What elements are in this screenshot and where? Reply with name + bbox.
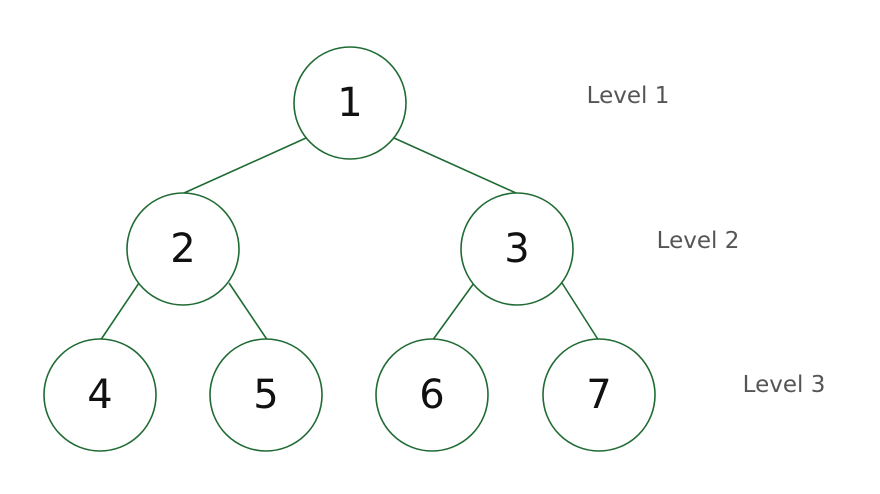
node-label: 7 (586, 372, 611, 418)
tree-node: 4 (43, 338, 157, 452)
edge-3-7 (561, 282, 600, 342)
edge-2-4 (99, 282, 140, 342)
level-label-1: Level 1 (587, 83, 670, 109)
edge-1-3 (393, 137, 517, 194)
node-label: 6 (419, 372, 444, 418)
tree-node: 7 (542, 338, 656, 452)
tree-node: 2 (126, 192, 240, 306)
tree-node: 6 (375, 338, 489, 452)
node-circle (209, 338, 323, 452)
node-circle (126, 192, 240, 306)
node-circle (460, 192, 574, 306)
node-circle (43, 338, 157, 452)
edge-2-5 (228, 282, 269, 342)
level-label-3: Level 3 (743, 372, 826, 398)
edge-1-2 (183, 137, 307, 194)
tree-node: 1 (293, 46, 407, 160)
node-circle (542, 338, 656, 452)
level-labels: Level 1 Level 2 Level 3 (587, 83, 826, 398)
node-label: 4 (87, 372, 112, 418)
node-label: 2 (170, 226, 195, 272)
node-circle (375, 338, 489, 452)
tree-node: 5 (209, 338, 323, 452)
tree-edges (99, 137, 600, 342)
level-label-2: Level 2 (657, 228, 740, 254)
node-label: 3 (504, 226, 529, 272)
node-label: 5 (253, 372, 278, 418)
edge-3-6 (431, 282, 475, 342)
tree-nodes: 1 2 3 4 5 6 7 (43, 46, 656, 452)
node-label: 1 (337, 80, 362, 126)
tree-node: 3 (460, 192, 574, 306)
node-circle (293, 46, 407, 160)
